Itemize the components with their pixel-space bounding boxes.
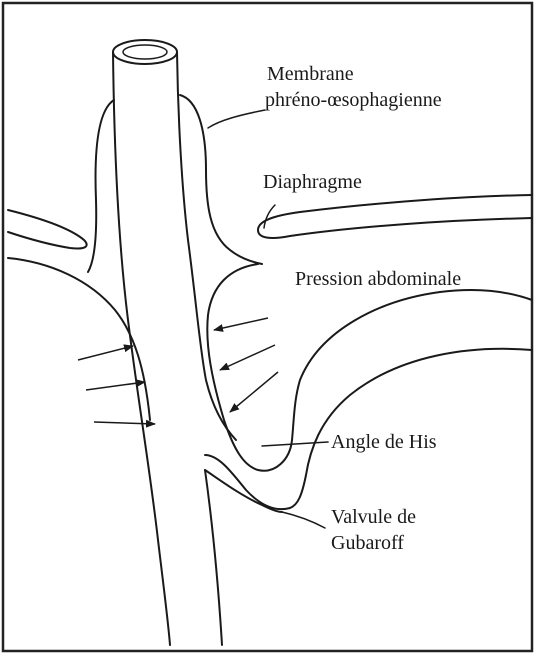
esophagus-right-lower	[205, 470, 222, 645]
esophagus-right-wall	[177, 52, 236, 440]
label-diaphragme: Diaphragme	[263, 171, 362, 193]
stomach-right-outer	[205, 349, 532, 509]
label-valvule-line1: Valvule de	[331, 506, 416, 528]
label-pression-abdominale: Pression abdominale	[295, 268, 461, 290]
leader-membrane	[208, 110, 265, 128]
leader-valvule	[282, 512, 325, 528]
pressure-arrows-left	[78, 346, 155, 424]
stomach-curve-lower	[205, 470, 282, 512]
esophagus-opening	[113, 40, 177, 64]
membrane-left-lobe	[88, 100, 114, 272]
label-membrane-line1: Membrane	[267, 63, 354, 85]
diaphragm-left	[8, 210, 87, 249]
stomach-left-contour	[8, 258, 150, 420]
label-angle-de-his: Angle de His	[331, 431, 437, 453]
pressure-arrows-right	[214, 318, 278, 412]
diaphragm-right	[258, 195, 532, 238]
leader-angle	[262, 442, 328, 446]
label-membrane-line2: phréno-œsophagienne	[265, 89, 442, 111]
membrane-right-lobe	[180, 95, 262, 264]
label-valvule-line2: Gubaroff	[331, 532, 404, 554]
